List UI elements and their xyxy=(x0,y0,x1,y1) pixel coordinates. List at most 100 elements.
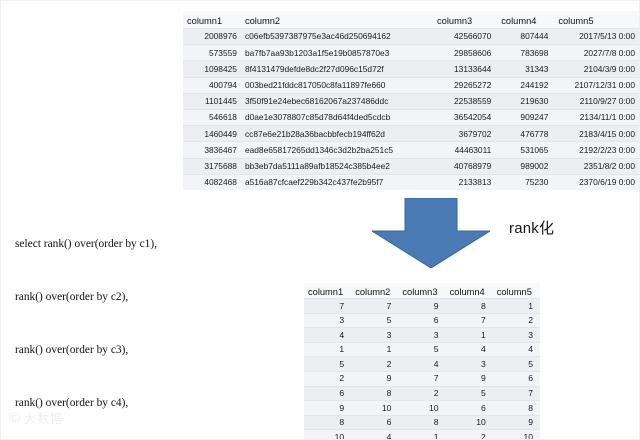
cell-c5: 5 xyxy=(492,356,540,372)
cell-c3: 13133644 xyxy=(431,60,496,78)
cell-c5: 4 xyxy=(492,341,540,357)
cell-c4: 531065 xyxy=(495,141,553,158)
cell-c4: 989002 xyxy=(495,157,553,175)
table-row: 4082468 a516a87cfcaef229b342c437fe2b95f7… xyxy=(183,173,639,190)
cell-c2: 003bed21fddc817050c8fa11897fe660 xyxy=(240,76,432,94)
cell-c2: 2 xyxy=(351,356,399,372)
cell-c1: 1460449 xyxy=(183,125,241,142)
sql-query: select rank() over(order by c1), rank() … xyxy=(15,201,230,439)
cell-c5: 2110/9/27 0:00 xyxy=(552,92,639,110)
cell-c3: 2133813 xyxy=(431,173,496,190)
cell-c4: 909247 xyxy=(495,108,553,126)
cell-c4: 476778 xyxy=(495,125,553,142)
cell-c1: 3836467 xyxy=(183,141,241,158)
result-table-body: 7 7 9 8 1 3 5 6 7 2 4 3 3 1 3 1 xyxy=(304,298,540,439)
sql-line-3: rank() over(order by c3), xyxy=(15,344,129,357)
column-header-column3: column3 xyxy=(431,11,496,29)
source-table-header: column1 column2 column3 column4 column5 xyxy=(183,11,639,29)
rank-transform-label: rank化 xyxy=(509,220,555,237)
cell-c1: 4 xyxy=(304,327,352,343)
cell-c2: 10 xyxy=(351,400,399,416)
cell-c1: 573559 xyxy=(183,44,241,61)
cell-c5: 2370/6/19 0:00 xyxy=(552,173,639,190)
cell-c4: 4 xyxy=(445,341,493,357)
cell-c3: 3679702 xyxy=(431,125,496,142)
cell-c3: 9 xyxy=(398,298,446,314)
column-header-column2: column2 xyxy=(351,283,399,299)
cell-c2: 8 xyxy=(351,385,399,401)
cell-c4: 7 xyxy=(445,312,493,328)
cell-c4: 3 xyxy=(445,356,493,372)
cell-c1: 4082468 xyxy=(183,173,241,190)
cell-c5: 1 xyxy=(492,298,540,314)
column-header-column5: column5 xyxy=(492,283,540,299)
table-row: 10 4 1 2 10 xyxy=(304,429,540,439)
cell-c5: 8 xyxy=(492,400,540,416)
watermark-logo-icon: © xyxy=(9,410,21,427)
column-header-column3: column3 xyxy=(398,283,446,299)
cell-c2: 6 xyxy=(351,414,399,430)
table-row: 4 3 3 1 3 xyxy=(304,327,540,343)
cell-c1: 8 xyxy=(304,414,352,430)
table-row: 6 8 2 5 7 xyxy=(304,385,540,401)
cell-c3: 10 xyxy=(398,400,446,416)
cell-c5: 2192/2/23 0:00 xyxy=(552,141,639,158)
table-row: 2 9 7 9 6 xyxy=(304,370,540,387)
cell-c4: 8 xyxy=(445,298,493,314)
cell-c5: 2107/12/31 0:00 xyxy=(552,76,639,94)
cell-c2: a516a87cfcaef229b342c437fe2b95f7 xyxy=(240,173,432,190)
cell-c4: 1 xyxy=(445,327,493,343)
cell-c3: 3 xyxy=(398,327,446,343)
table-row: 7 7 9 8 1 xyxy=(304,298,540,314)
header-row: column1 column2 column3 column4 column5 xyxy=(304,283,540,299)
cell-c2: bb3eb7da5111a89afb18524c385b4ee2 xyxy=(240,157,432,175)
cell-c5: 2017/5/13 0:00 xyxy=(552,27,639,45)
cell-c1: 1098425 xyxy=(183,60,241,78)
cell-c4: 10 xyxy=(445,414,493,430)
cell-c2: cc87e6e21b28a36bacbbfecb194ff62d xyxy=(240,125,432,142)
sql-line-1: select rank() over(order by c1), xyxy=(15,238,157,251)
column-header-column1: column1 xyxy=(304,283,352,299)
cell-c5: 2351/8/2 0:00 xyxy=(552,157,639,175)
column-header-column4: column4 xyxy=(445,283,493,299)
cell-c2: 7 xyxy=(351,298,399,314)
rank-result-table: column1 column2 column3 column4 column5 … xyxy=(304,283,540,439)
table-row: 3175688 bb3eb7da5111a89afb18524c385b4ee2… xyxy=(183,157,639,175)
cell-c4: 9 xyxy=(445,370,493,387)
table-row: 9 10 10 6 8 xyxy=(304,400,540,416)
header-row: column1 column2 column3 column4 column5 xyxy=(183,11,639,29)
cell-c1: 6 xyxy=(304,385,352,401)
table-row: 1098425 8f4131479defde8dc2f27d096c15d72f… xyxy=(183,60,639,78)
down-arrow-icon xyxy=(372,198,490,268)
cell-c2: c06efb5397387975e3ac46d250694162 xyxy=(240,27,432,45)
cell-c2: 5 xyxy=(351,312,399,328)
cell-c2: 8f4131479defde8dc2f27d096c15d72f xyxy=(240,60,432,78)
column-header-column1: column1 xyxy=(183,11,241,29)
down-arrow xyxy=(372,198,490,268)
sql-line-2: rank() over(order by c2), xyxy=(15,291,129,304)
cell-c1: 10 xyxy=(304,429,352,439)
watermark-text: 大数据 xyxy=(24,412,64,426)
cell-c3: 1 xyxy=(398,429,446,439)
table-row: 3 5 6 7 2 xyxy=(304,312,540,328)
cell-c4: 31343 xyxy=(495,60,553,78)
cell-c2: 3f50f91e24ebec68162067a237486ddc xyxy=(240,92,432,110)
cell-c3: 7 xyxy=(398,370,446,387)
cell-c4: 6 xyxy=(445,400,493,416)
cell-c4: 75230 xyxy=(495,173,553,190)
cell-c3: 29265272 xyxy=(431,76,496,94)
cell-c1: 1101445 xyxy=(183,92,241,110)
table-row: 1 1 5 4 4 xyxy=(304,341,540,357)
cell-c1: 9 xyxy=(304,400,352,416)
table-row: 1101445 3f50f91e24ebec68162067a237486ddc… xyxy=(183,92,639,110)
table-row: 2008976 c06efb5397387975e3ac46d250694162… xyxy=(183,27,639,45)
cell-c4: 5 xyxy=(445,385,493,401)
cell-c3: 6 xyxy=(398,312,446,328)
site-watermark: © 大数据 xyxy=(9,410,63,427)
cell-c1: 3 xyxy=(304,312,352,328)
cell-c1: 400794 xyxy=(183,76,241,94)
cell-c5: 2183/4/15 0:00 xyxy=(552,125,639,142)
cell-c3: 22538559 xyxy=(431,92,496,110)
cell-c5: 2134/11/1 0:00 xyxy=(552,108,639,126)
